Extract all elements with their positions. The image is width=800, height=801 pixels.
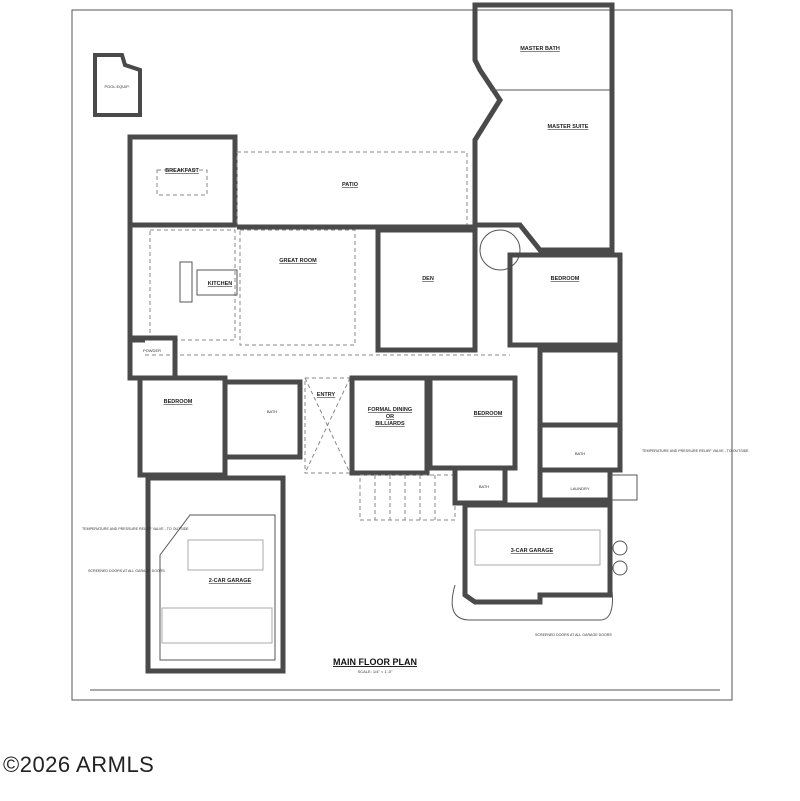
room-label-pool-equip: POOL EQUIP.	[104, 84, 129, 89]
room-label-entry: ENTRY	[317, 392, 336, 398]
room-kitchen	[149, 229, 236, 341]
dimension-border	[71, 9, 733, 701]
room-formal-dining	[349, 375, 430, 476]
room-bedroom-center	[427, 375, 518, 471]
room-bedroom-right	[507, 252, 623, 348]
room-label-laundry: LAUNDRY	[570, 486, 589, 491]
note-relief-valve: TEMPERATURE AND PRESSURE RELIEF VALVE - …	[642, 449, 749, 453]
room-master-suite	[472, 2, 615, 253]
room-label-3-car-garage: 3-CAR GARAGE	[511, 548, 554, 554]
room-label-kitchen: KITCHEN	[208, 281, 232, 287]
plan-scale: SCALE: 1/4" = 1'-0"	[358, 669, 393, 674]
room-label-bath-3: BATH	[575, 451, 585, 456]
copyright-watermark: ©2026 ARMLS	[3, 752, 155, 777]
note-relief-valve-left: TEMPERATURE AND PRESSURE RELIEF VALVE - …	[82, 527, 189, 531]
room-label-bath-1: BATH	[267, 409, 277, 414]
pool-equipment-pad: POOL EQUIP.	[93, 53, 142, 117]
room-powder	[127, 335, 178, 381]
room-great-room	[239, 229, 356, 346]
room-label-den: DEN	[422, 276, 434, 282]
room-label-billiards: BILLIARDS	[375, 421, 405, 427]
room-den	[375, 227, 478, 353]
room-label-patio: PATIO	[342, 182, 359, 188]
room-laundry	[537, 467, 613, 503]
room-2-car-garage	[145, 475, 286, 674]
room-label-master-bath: MASTER BATH	[520, 46, 560, 52]
room-patio	[236, 151, 468, 228]
room-label-2-car-garage: 2-CAR GARAGE	[209, 578, 252, 584]
room-bath-left	[222, 379, 303, 460]
room-label-formal-dining: FORMAL DINING	[368, 407, 412, 413]
plan-title: MAIN FLOOR PLAN	[333, 657, 417, 667]
room-label-bedroom-1: BEDROOM	[164, 399, 193, 405]
room-bath-right	[537, 347, 623, 428]
room-label-powder: POWDER	[143, 348, 161, 353]
note-garage-doors-left: SCREENED DOORS AT ALL GARAGE DOORS	[88, 569, 165, 573]
room-label-bath-2: BATH	[479, 484, 489, 489]
room-3-car-garage	[462, 502, 613, 605]
room-label-bedroom-2: BEDROOM	[474, 411, 503, 417]
room-label-breakfast: BREAKFAST	[165, 168, 199, 174]
room-label-bedroom-3: BEDROOM	[551, 276, 580, 282]
room-breakfast	[127, 134, 238, 228]
room-label-or: OR	[386, 414, 394, 420]
room-label-master-suite: MASTER SUITE	[548, 124, 589, 130]
note-garage-doors-right: SCREENED DOORS AT ALL GARAGE DOORS	[535, 633, 612, 637]
room-label-great-room: GREAT ROOM	[279, 258, 317, 264]
room-bedroom-left	[137, 375, 228, 478]
